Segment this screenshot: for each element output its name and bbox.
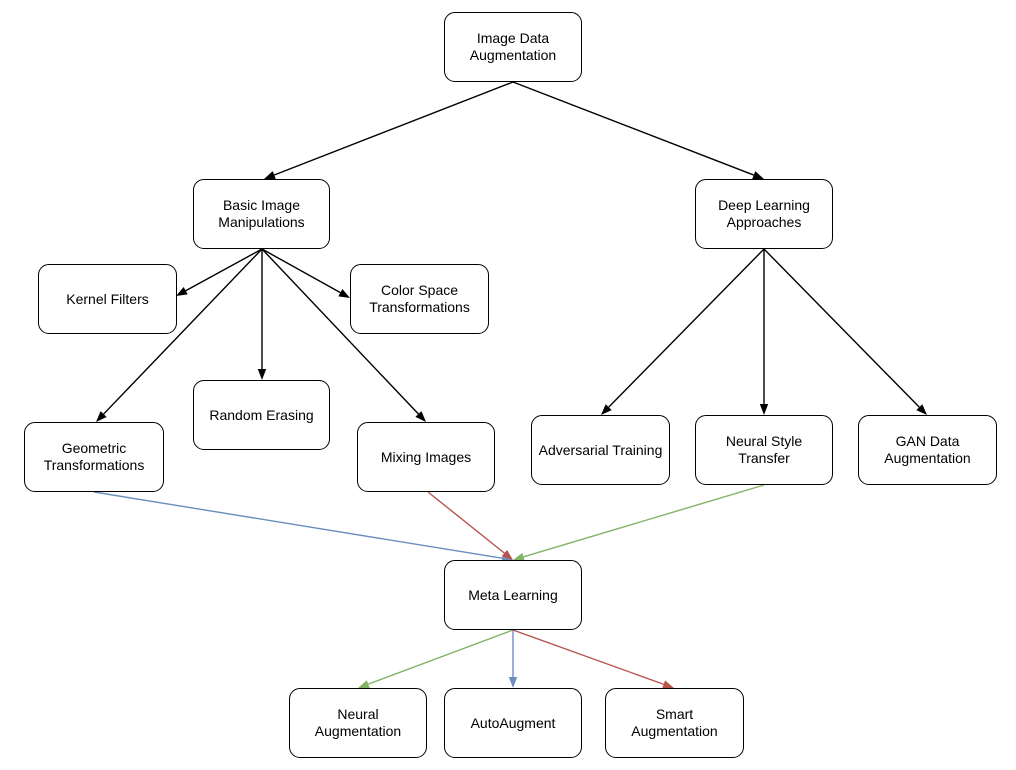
arrow-root-to-basic: [264, 81, 514, 179]
arrow-line: [512, 81, 754, 176]
arrow-line: [273, 81, 514, 176]
arrow-deep-to-style: [759, 249, 769, 415]
arrowhead: [415, 411, 426, 422]
arrow-style-to-meta: [513, 484, 765, 561]
arrowhead: [96, 411, 107, 422]
arrow-line: [763, 248, 920, 408]
arrow-basic-to-color: [261, 248, 350, 298]
node-image-data-augmentation: Image Data Augmentation: [444, 12, 582, 82]
arrow-geometric-to-meta: [93, 491, 513, 563]
arrow-basic-to-geometric: [96, 248, 263, 422]
arrowhead: [601, 404, 612, 415]
arrowhead: [662, 680, 674, 689]
arrow-deep-to-gan: [763, 248, 927, 415]
arrowhead: [358, 680, 370, 689]
arrow-line: [261, 248, 341, 294]
node-geometric-transformations: Geometric Transformations: [24, 422, 164, 492]
arrowhead: [176, 287, 188, 296]
node-neural-style-transfer: Neural Style Transfer: [695, 415, 833, 485]
node-autoaugment: AutoAugment: [444, 688, 582, 758]
node-kernel-filters: Kernel Filters: [38, 264, 177, 334]
arrow-basic-to-mixing: [261, 248, 426, 422]
arrowhead: [501, 549, 513, 560]
arrowhead: [513, 552, 525, 561]
arrow-line: [512, 629, 664, 685]
arrow-meta-to-autoaugment: [508, 630, 518, 688]
arrow-meta-to-smart_aug: [512, 629, 674, 689]
node-color-space-transformations: Color Space Transformations: [350, 264, 489, 334]
arrow-line: [261, 248, 419, 415]
node-mixing-images: Mixing Images: [357, 422, 495, 492]
arrow-deep-to-adversarial: [601, 248, 765, 415]
arrowhead: [338, 288, 350, 298]
arrowhead: [257, 369, 267, 380]
node-adversarial-training: Adversarial Training: [531, 415, 670, 485]
arrow-mixing-to-meta: [427, 491, 513, 560]
arrowhead: [759, 404, 769, 415]
arrowhead: [752, 171, 764, 179]
node-neural-augmentation: Neural Augmentation: [289, 688, 427, 758]
arrow-line: [427, 491, 505, 554]
node-gan-data-augmentation: GAN Data Augmentation: [858, 415, 997, 485]
node-basic-image-manipulations: Basic Image Manipulations: [193, 179, 330, 249]
arrowhead: [508, 677, 518, 688]
node-deep-learning-approaches: Deep Learning Approaches: [695, 179, 833, 249]
arrow-line: [523, 484, 765, 558]
arrow-basic-to-erasing: [257, 249, 267, 380]
node-random-erasing: Random Erasing: [193, 380, 330, 450]
arrow-basic-to-kernel: [176, 248, 263, 296]
arrow-line: [185, 248, 263, 292]
arrow-line: [368, 629, 514, 685]
node-meta-learning: Meta Learning: [444, 560, 582, 630]
arrow-line: [103, 248, 263, 415]
arrowhead: [264, 171, 276, 179]
arrow-meta-to-neural_aug: [358, 629, 514, 689]
arrowhead: [916, 404, 927, 415]
arrow-root-to-deep: [512, 81, 764, 179]
node-smart-augmentation: Smart Augmentation: [605, 688, 744, 758]
arrow-line: [93, 491, 503, 559]
arrow-line: [608, 248, 765, 408]
